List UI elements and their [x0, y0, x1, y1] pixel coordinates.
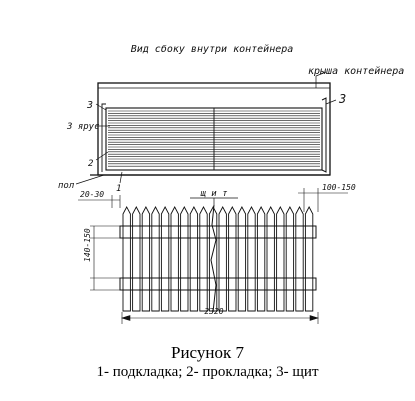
marker-3-right: 3	[338, 92, 346, 106]
marker-3-left-leader	[95, 103, 107, 111]
dim-right-top: 100-150	[322, 183, 356, 192]
shield-slat	[141, 206, 151, 312]
floor-leader	[75, 174, 105, 185]
marker-1: 1	[116, 184, 121, 194]
marker-2: 2	[88, 159, 93, 169]
shield-slat	[237, 206, 247, 312]
break-line	[210, 204, 217, 313]
shield-slat	[256, 206, 266, 312]
shield-slat	[295, 206, 304, 312]
floor-label: пол	[58, 181, 75, 191]
shield-slat	[160, 206, 170, 312]
marker-3-left: 3	[86, 100, 93, 111]
view-title: Вид сбоку внутри контейнера	[131, 43, 294, 55]
shield-slat	[218, 206, 227, 312]
tiers-label: 3 ярус	[66, 122, 100, 132]
shield-slat	[199, 206, 208, 312]
roof-leader	[315, 71, 327, 88]
figure-caption-legend: 1- подкладка; 2- прокладка; 3- щит	[96, 364, 319, 380]
roof-label: крыша контейнера	[308, 65, 404, 77]
shield-slat	[170, 206, 179, 312]
dim-vertical: 140-150	[83, 228, 92, 262]
shield-slat	[266, 206, 275, 312]
marker-3-right-leader	[325, 99, 337, 105]
marker-2-leader	[95, 151, 109, 161]
shield-slat	[132, 206, 141, 312]
figure-caption-title: Рисунок 7	[171, 343, 244, 362]
shield-slat	[122, 206, 131, 312]
shield-slats	[122, 206, 314, 312]
marker-1-leader	[119, 171, 123, 184]
shield-slat	[285, 206, 295, 312]
dim-bottom: 2320	[204, 307, 223, 316]
shield-slat	[276, 206, 285, 312]
shield-slat	[180, 206, 189, 312]
shield-slat	[304, 206, 314, 312]
shield-slat	[228, 206, 237, 312]
technical-drawing: Вид сбоку внутри контейнера крыша контей…	[58, 43, 404, 324]
dim-left-top: 20-30	[80, 190, 104, 199]
container-side-view	[90, 82, 331, 176]
shield-slat	[208, 206, 218, 312]
shield-slat	[247, 206, 256, 312]
shield-label: щ и т	[200, 189, 228, 199]
shield-slat	[151, 206, 160, 312]
shield-slat	[189, 206, 199, 312]
shield-drawing	[119, 204, 317, 313]
